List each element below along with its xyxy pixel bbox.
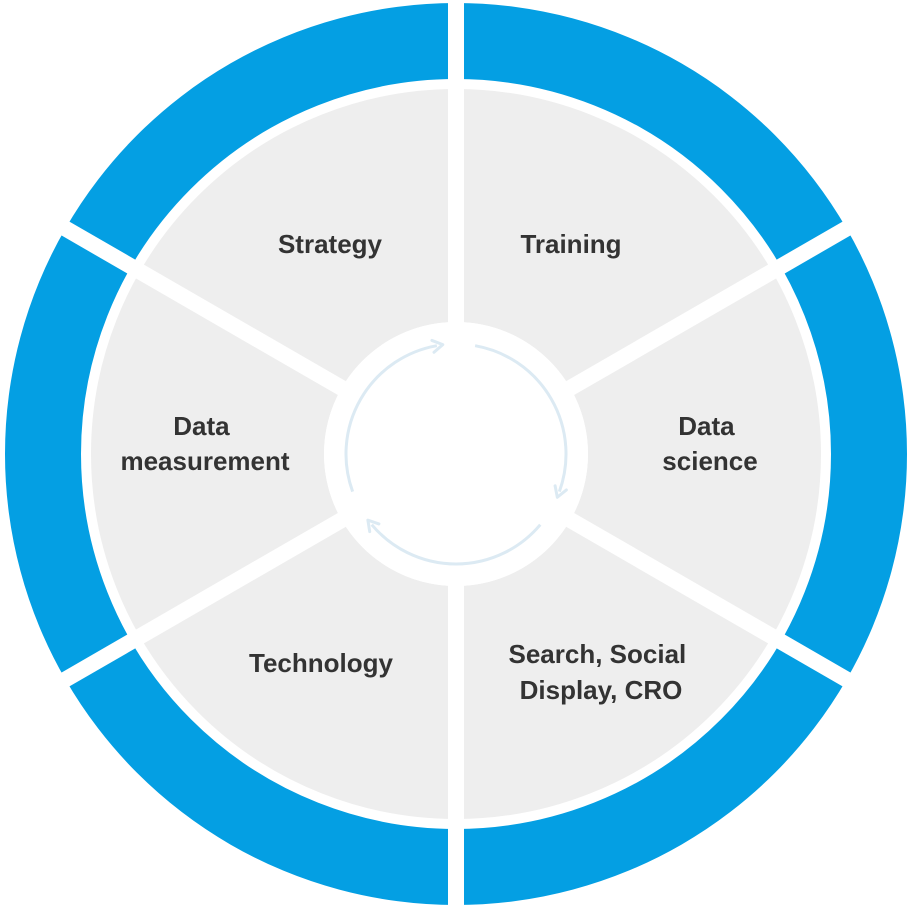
segment-label-search-social-display-cro: Search, Social Display, CRO bbox=[509, 639, 694, 705]
cycle-arrows-icon bbox=[344, 338, 568, 566]
segment-divider bbox=[564, 219, 855, 396]
cycle-arrow-arc bbox=[344, 344, 438, 493]
segment-label-technology: Technology bbox=[249, 648, 394, 678]
cycle-arrowhead bbox=[366, 518, 381, 534]
segment-label-data-measurement: Data measurement bbox=[120, 411, 289, 476]
segment-divider bbox=[57, 512, 348, 689]
segment-divider bbox=[57, 219, 348, 396]
inner-segment-data-measurement bbox=[89, 271, 342, 637]
segment-label-training: Training bbox=[520, 229, 621, 259]
segment-divider bbox=[564, 512, 855, 689]
segment-label-data-science: Data science bbox=[662, 411, 757, 476]
segment-label-strategy: Strategy bbox=[278, 229, 383, 259]
dividers bbox=[57, 0, 855, 909]
cycle-arrowhead bbox=[430, 338, 445, 354]
inner-segment-data-science bbox=[570, 271, 822, 637]
cycle-arrow-arc bbox=[474, 344, 568, 493]
cycle-arrow-arc bbox=[370, 523, 542, 566]
center-circle bbox=[324, 322, 588, 586]
cycle-arrowhead bbox=[553, 484, 568, 499]
